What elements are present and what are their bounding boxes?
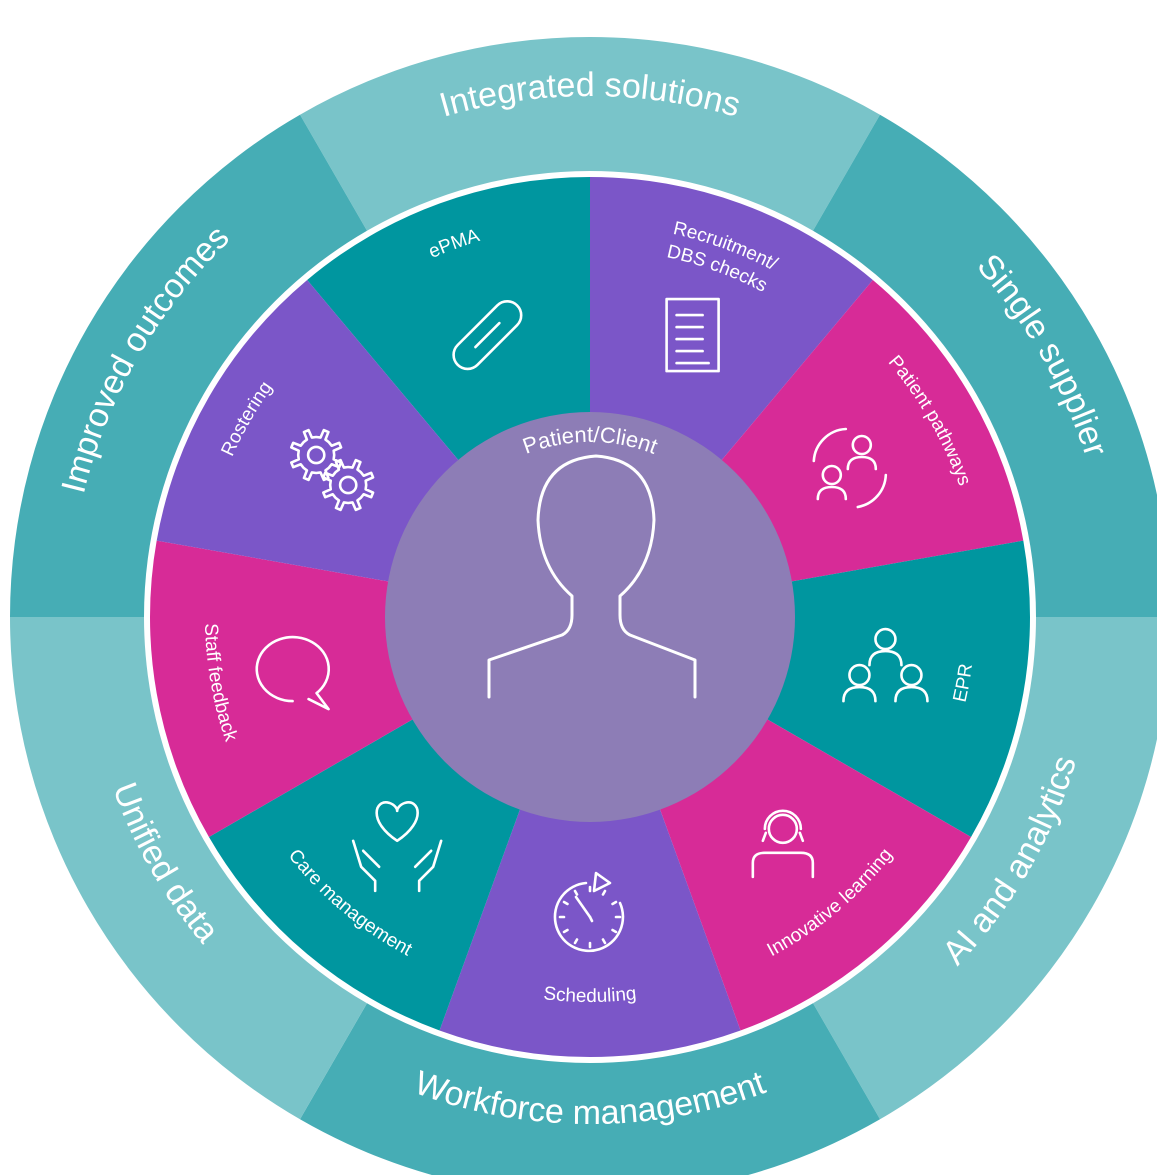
person-icon [487,454,697,699]
gears-icon [290,428,375,512]
ring-segment-workforce-management [300,1003,880,1175]
segment-innovative-learning [658,717,972,1031]
segment-scheduling [439,804,741,1057]
document-checklist-icon [665,297,720,373]
segment-staff-feedback [149,540,417,837]
patient-cycle-icon [812,427,888,509]
people-hierarchy-icon [842,627,929,703]
segment-care-management [208,717,522,1031]
speech-bubble-icon [255,635,331,711]
ring-segment-integrated-solutions [300,36,880,231]
headset-person-icon [751,809,815,879]
segment-label-scheduling: Scheduling [543,983,638,1007]
capsule-icon [452,299,523,371]
ring-segment-ai-and-analytics [813,617,1157,1120]
center-hub: Patient/Client [385,412,795,822]
segment-recruitment-dbs-checks [590,177,873,464]
center-circle [385,412,795,822]
ring-segment-improved-outcomes [10,114,367,618]
heart-hands-icon [351,801,443,893]
segment-epr [763,540,1030,837]
ring-segment-single-supplier [813,114,1157,617]
segment-patient-pathways [718,279,1024,583]
ring-segment-unified-data [10,617,367,1120]
clock-icon [553,871,625,953]
segment-epma [307,177,590,464]
